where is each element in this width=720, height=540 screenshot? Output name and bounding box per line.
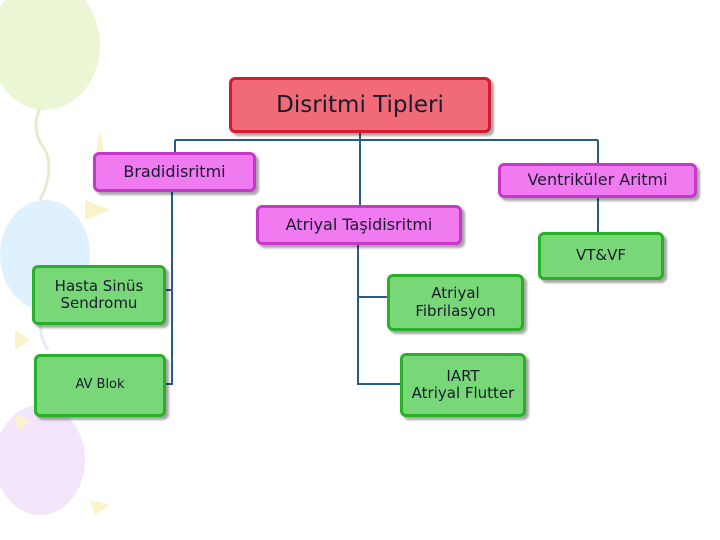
ventrikuler-aritmi-node: Ventriküler Aritmi	[498, 163, 697, 198]
av-blok-node: AV Blok	[34, 354, 166, 417]
bradidisritmi-node: Bradidisritmi	[93, 152, 256, 192]
hasta-sinus-sendromu-node: Hasta Sinüs Sendromu	[32, 265, 166, 325]
atriyal-tasidisritmi-label: Atriyal Taşidisritmi	[285, 214, 433, 234]
connector-bradi-leaves	[166, 192, 173, 385]
atriyal-tasidisritmi-node: Atriyal Taşidisritmi	[256, 205, 462, 245]
balloon-bottom-left-icon	[0, 405, 85, 515]
ventrikuler-aritmi-label: Ventriküler Aritmi	[527, 170, 668, 190]
iart-atriyal-flutter-node: IART Atriyal Flutter	[400, 353, 526, 417]
iart-atriyal-flutter-label: IART Atriyal Flutter	[411, 366, 515, 402]
av-blok-label: AV Blok	[75, 377, 125, 393]
vt-vf-label: VT&VF	[575, 246, 626, 265]
bradidisritmi-label: Bradidisritmi	[123, 161, 226, 181]
root-node: Disritmi Tipleri	[229, 77, 491, 133]
root-label: Disritmi Tipleri	[276, 91, 444, 118]
hasta-sinus-sendromu-label: Hasta Sinüs Sendromu	[54, 276, 144, 312]
atriyal-fibrilasyon-node: Atriyal Fibrilasyon	[387, 274, 524, 331]
connector-root-branches	[174, 133, 599, 163]
connector-atriyal-leaves	[357, 245, 400, 385]
atriyal-fibrilasyon-label: Atriyal Fibrilasyon	[415, 284, 496, 320]
vt-vf-node: VT&VF	[538, 232, 664, 280]
balloon-top-left-icon	[0, 0, 100, 201]
star-decoration-icon	[15, 130, 110, 515]
